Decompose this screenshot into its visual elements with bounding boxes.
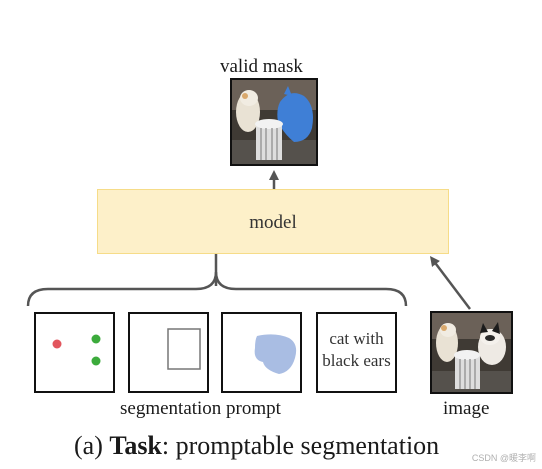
model-box: model (97, 189, 449, 254)
input-image (430, 311, 513, 394)
image-label: image (443, 398, 490, 419)
box-prompt-panel (128, 312, 209, 393)
points-prompt-panel (34, 312, 115, 393)
valid-mask-image (230, 78, 318, 166)
image-arrow (429, 256, 471, 310)
mask-prompt-blob (254, 334, 297, 374)
mask-prompt-panel (221, 312, 302, 393)
points-prompt-graphic (52, 334, 101, 366)
mask-prompt-graphic (254, 334, 297, 374)
caption-rest: : promptable segmentation (161, 431, 440, 460)
green-point (91, 356, 101, 366)
green-point (91, 334, 101, 344)
text-prompt-panel: cat with black ears (316, 312, 397, 393)
caption-bold: Task (109, 431, 162, 460)
box-prompt-rect (167, 328, 201, 370)
text-prompt-line-2: black ears (322, 351, 391, 370)
caption-prefix: (a) (74, 431, 110, 460)
figure-caption: (a) Task: promptable segmentation (74, 431, 439, 461)
watermark: CSDN @暖李啊 (471, 453, 536, 463)
segmentation-prompt-label: segmentation prompt (120, 398, 281, 419)
model-label: model (249, 212, 297, 233)
red-point (52, 339, 62, 349)
valid-mask-label: valid mask (220, 56, 303, 77)
text-prompt-line-1: cat with (329, 329, 384, 348)
box-prompt-graphic (167, 328, 201, 370)
prompt-brace (26, 271, 408, 307)
